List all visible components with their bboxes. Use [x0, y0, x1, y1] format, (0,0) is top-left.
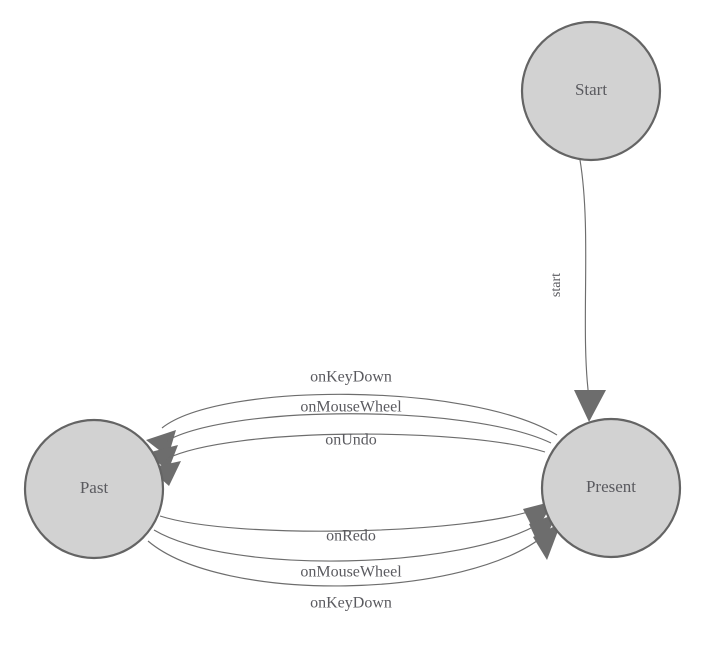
- node-start[interactable]: Start: [520, 20, 662, 162]
- edge-past-present-3-label: onKeyDown: [310, 595, 392, 612]
- edge-start-present[interactable]: start: [549, 159, 606, 422]
- node-past-label: Past: [80, 478, 109, 497]
- edge-start-present-arrowhead: [574, 390, 606, 422]
- edge-past-present-1-path: [159, 508, 538, 532]
- edge-past-present-1-label: onRedo: [326, 528, 376, 545]
- edge-past-present-2-label: onMouseWheel: [300, 564, 402, 581]
- edge-past-present-onmousewheel[interactable]: onMouseWheel: [153, 513, 558, 581]
- edge-present-past-2-path: [162, 413, 552, 444]
- node-past-circle: [23, 418, 165, 560]
- edge-present-past-2-label: onMouseWheel: [300, 399, 402, 416]
- node-start-label: Start: [575, 80, 607, 99]
- node-present-circle: [540, 417, 682, 559]
- edge-past-present-3-arrowhead: [533, 523, 561, 560]
- node-past[interactable]: Past: [23, 418, 165, 560]
- node-start-circle: [520, 20, 662, 162]
- edge-present-past-3-label: onUndo: [325, 432, 377, 449]
- edge-present-past-1-path: [161, 393, 558, 436]
- edge-past-present-onredo[interactable]: onRedo: [159, 501, 554, 545]
- edge-present-past-3-path: [165, 433, 546, 460]
- edge-past-present-onkeydown[interactable]: onKeyDown: [147, 523, 561, 612]
- node-present[interactable]: Present: [540, 417, 682, 559]
- edge-past-present-2-path: [153, 521, 543, 562]
- edge-start-present-label: start: [549, 273, 564, 297]
- edge-present-past-onundo[interactable]: onUndo: [149, 432, 546, 486]
- node-present-label: Present: [586, 477, 636, 496]
- edge-start-present-path: [579, 159, 590, 399]
- edge-past-present-3-path: [147, 533, 547, 587]
- edge-present-past-1-label: onKeyDown: [310, 369, 392, 386]
- edge-present-past-onmousewheel[interactable]: onMouseWheel: [147, 399, 552, 471]
